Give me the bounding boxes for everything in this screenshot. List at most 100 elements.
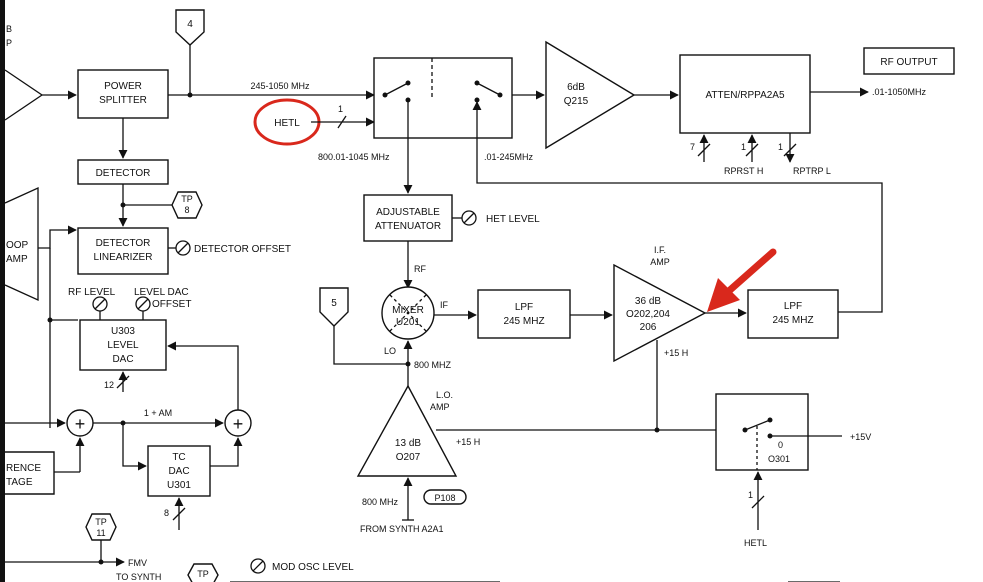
- plus15h-a-label: +15 H: [664, 348, 688, 358]
- bus-slash-rprst: [745, 143, 759, 157]
- connector-4: 4: [175, 9, 205, 46]
- lpf2-line1: LPF: [784, 301, 802, 312]
- het-level-label: HET LEVEL: [486, 214, 540, 225]
- amp-6db-gain: 6dB: [567, 82, 585, 93]
- lpf2-line2: 245 MHZ: [772, 315, 813, 326]
- out-freq-label: .01-1050MHz: [872, 87, 927, 97]
- plus15v-label: +15V: [850, 432, 871, 442]
- tc-dac-line3: U301: [167, 480, 191, 491]
- level-dac-offset-pot-icon: [135, 296, 151, 312]
- bits-1d-label: 1: [748, 490, 753, 500]
- tp11-label1: TP: [95, 517, 107, 527]
- rf-level-label: RF LEVEL: [68, 287, 116, 298]
- from-synth-label: FROM SYNTH A2A1: [360, 524, 444, 534]
- bits-7-label: 7: [690, 142, 695, 152]
- lo-amp-title1: L.O.: [436, 390, 453, 400]
- level-dac-block: U303 LEVEL DAC: [79, 319, 167, 371]
- bus-slash-rptrp: [783, 143, 797, 157]
- summer-a-icon: +: [66, 409, 94, 437]
- adj-atten-line1: ADJUSTABLE: [376, 207, 440, 218]
- tp8-label1: TP: [181, 194, 193, 204]
- tp8-testpoint: TP 8: [171, 191, 203, 219]
- reference-voltage-line1: RENCE: [6, 463, 41, 474]
- freq-800-1045-label: 800.01-1045 MHz: [318, 152, 390, 162]
- summer-b-icon: +: [224, 409, 252, 437]
- mod-osc-level-pot-icon: [250, 558, 266, 574]
- if-amp-gain: 36 dB: [635, 296, 661, 307]
- loop-amp-partial: [4, 186, 39, 302]
- adj-atten-line2: ATTENUATOR: [375, 221, 441, 232]
- lpf2-block: LPF 245 MHZ: [747, 289, 839, 339]
- switch-q301-zero: 0: [778, 440, 783, 450]
- fmv-label: FMV: [128, 558, 147, 568]
- rf-label: RF: [414, 264, 426, 274]
- mixer-block: MIXER U201: [381, 286, 435, 340]
- rptrp-label: RPTRP L: [793, 166, 831, 176]
- level-dac-offset-line2: OFFSET: [152, 299, 191, 310]
- annotation-arrow: [707, 248, 777, 312]
- detector-block: DETECTOR: [77, 159, 169, 185]
- page-edge: [0, 0, 5, 582]
- if-amp-title2: AMP: [650, 257, 670, 267]
- detector-linearizer-block: DETECTOR LINEARIZER: [77, 227, 169, 275]
- linearizer-line2: LINEARIZER: [94, 252, 153, 263]
- lo-label: LO: [384, 346, 396, 356]
- lo-amp-block: 13 dB O207: [356, 384, 458, 477]
- reference-voltage-partial: [5, 451, 55, 495]
- wire-loopamp-linearizer: [38, 225, 77, 249]
- rf-level-pot-icon: [92, 296, 108, 312]
- lo-amp-title2: AMP: [430, 402, 450, 412]
- wire-tcdac-in: [122, 423, 147, 471]
- mixer-line1: MIXER: [392, 305, 424, 316]
- tp8-label2: 8: [184, 205, 189, 215]
- power-splitter-line1: POWER: [104, 81, 142, 92]
- bus-slash-12: [116, 375, 130, 389]
- tp11-testpoint: TP 11: [85, 513, 117, 541]
- bits-1-label: 1: [338, 104, 343, 114]
- tc-dac-block: TC DAC U301: [147, 445, 211, 497]
- input-amp-partial: [4, 69, 44, 121]
- bus-slash-7: [697, 143, 711, 157]
- detector-offset-pot-icon: [175, 240, 191, 256]
- rf-switch-block: [373, 57, 513, 139]
- lpf1-line1: LPF: [515, 302, 533, 313]
- lpf1-block: LPF 245 MHZ: [477, 289, 571, 339]
- mod-osc-level-label: MOD OSC LEVEL: [272, 562, 354, 573]
- detector-label: DETECTOR: [96, 168, 151, 179]
- if-amp-block: 36 dB O202,204 206: [613, 263, 707, 363]
- bus-slash-hetl: [337, 115, 347, 129]
- if-amp-parts: O202,204: [626, 309, 670, 320]
- edge-letter-b: B: [6, 24, 12, 34]
- bits-12-label: 12: [104, 380, 114, 390]
- rf-output-block: RF OUTPUT: [863, 47, 955, 75]
- summer-b-plus: +: [233, 414, 244, 434]
- connector-5-label: 5: [331, 298, 337, 309]
- if-amp-title1: I.F.: [654, 245, 666, 255]
- level-dac-line1: U303: [111, 326, 135, 337]
- tc-dac-line1: TC: [172, 452, 185, 463]
- freq-01-245-label: .01-245MHz: [484, 152, 534, 162]
- loop-amp-line2: AMP: [6, 254, 28, 265]
- p108-label: P108: [434, 493, 455, 503]
- edge-letter-p: P: [6, 38, 12, 48]
- amp-6db-block: 6dB Q215: [545, 40, 636, 150]
- one-am-label: 1 + AM: [144, 408, 172, 418]
- lo-amp-part: O207: [396, 452, 421, 463]
- adjustable-attenuator-block: ADJUSTABLE ATTENUATOR: [363, 194, 453, 242]
- if-label: IF: [440, 300, 449, 310]
- rf-output-label: RF OUTPUT: [880, 57, 937, 68]
- bus-slash-8: [172, 507, 186, 521]
- power-splitter-block: POWER SPLITTER: [77, 69, 169, 119]
- hetl-bottom-label: HETL: [744, 538, 767, 548]
- synth-freq-label: 800 MHz: [362, 497, 399, 507]
- tp-bottom-testpoint: TP: [187, 563, 219, 582]
- het-level-pot-icon: [461, 210, 477, 226]
- mixer-line2: U201: [396, 317, 420, 328]
- bits-1c-label: 1: [778, 142, 783, 152]
- plus15h-b-label: +15 H: [456, 437, 480, 447]
- connector-4-label: 4: [187, 19, 193, 30]
- tp11-label2: 11: [96, 528, 105, 538]
- linearizer-line1: DETECTOR: [96, 238, 151, 249]
- atten-label: ATTEN/RPPA2A5: [705, 90, 785, 101]
- summer-a-plus: +: [75, 414, 86, 434]
